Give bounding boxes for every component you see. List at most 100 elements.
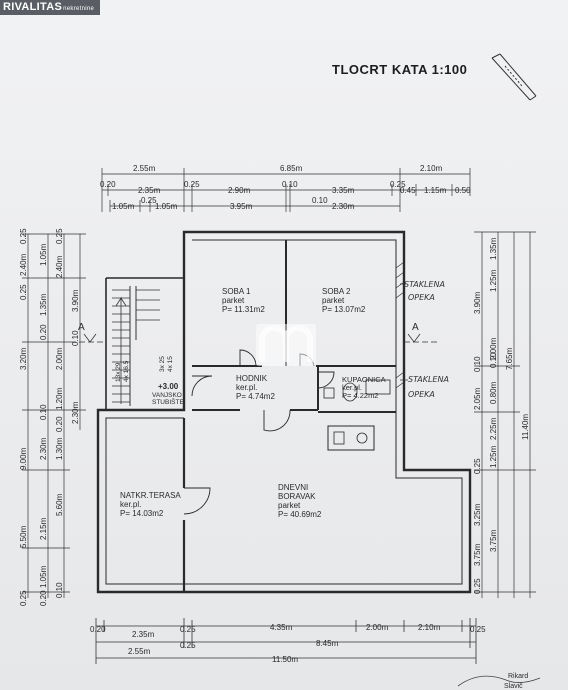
room-soba1: SOBA 1 parket P= 11.31m2 bbox=[222, 287, 265, 314]
dim-right-c2-6: 1.25m bbox=[489, 445, 498, 468]
dim-right-c1-1: 0.10 bbox=[473, 356, 482, 372]
room-hodnik-name: HODNIK bbox=[236, 374, 268, 383]
dim-top-0-25c: 0.25 bbox=[141, 196, 157, 205]
note-opeka-2: OPEKA bbox=[408, 390, 435, 399]
room-soba1-name: SOBA 1 bbox=[222, 287, 251, 296]
room-boravak-finish: parket bbox=[278, 501, 301, 510]
sheet-title: TLOCRT KATA 1:100 bbox=[332, 62, 468, 77]
stair-level: +3.00 bbox=[158, 382, 179, 391]
stair-spec3: 3x 25 bbox=[159, 356, 166, 372]
room-boravak: DNEVNI BORAVAK parket P= 40.69m2 bbox=[278, 483, 322, 519]
dim-top-2-90: 2.90m bbox=[228, 186, 251, 195]
room-soba2-finish: parket bbox=[322, 296, 345, 305]
dim-top-2-55: 2.55m bbox=[133, 164, 156, 173]
exterior-stair bbox=[112, 286, 160, 406]
room-soba2: SOBA 2 parket P= 13.07m2 bbox=[322, 287, 366, 314]
dim-right-c2-1: 1.25m bbox=[489, 269, 498, 292]
dim-top-3-35: 3.35m bbox=[332, 186, 355, 195]
room-boravak-name2: BORAVAK bbox=[278, 492, 316, 501]
dim-left-c3-4: 0.20 bbox=[55, 416, 64, 432]
center-logo-icon bbox=[256, 324, 316, 366]
room-terasa-name: NATKR.TERASA bbox=[120, 491, 181, 500]
dim-bottom-0-25c: 0.25 bbox=[180, 641, 196, 650]
dim-left-c1-4: 9.00m bbox=[19, 447, 28, 470]
dims-right-labels: 3.90m 0.10 2.05m 0.25 3.25m 3.75m 0.25 1… bbox=[473, 237, 530, 594]
dim-left-c3-6: 5.60m bbox=[55, 493, 64, 516]
dim-right-c2-2: 0.10 bbox=[489, 352, 498, 368]
dim-left-c4-0: 3.90m bbox=[71, 289, 80, 312]
dim-top-2-10: 2.10m bbox=[420, 164, 443, 173]
dim-right-c2-5: 2.25m bbox=[489, 417, 498, 440]
dim-left-c2-0: 1.05m bbox=[39, 243, 48, 266]
room-boravak-name: DNEVNI bbox=[278, 483, 308, 492]
dim-left-c3-7: 0.10 bbox=[55, 582, 64, 598]
room-terasa: NATKR.TERASA ker.pl. P= 14.03m2 bbox=[120, 491, 181, 518]
north-arrow-icon bbox=[491, 53, 537, 101]
dim-right-c1-3: 0.25 bbox=[473, 458, 482, 474]
dim-right-c2-7: 3.75m bbox=[489, 529, 498, 552]
note-staklena-1: STAKLENA bbox=[404, 280, 445, 289]
section-mark-right: A bbox=[412, 322, 419, 333]
room-soba2-name: SOBA 2 bbox=[322, 287, 351, 296]
dim-bottom-2-35: 2.35m bbox=[132, 630, 155, 639]
dim-right-c1-5: 3.75m bbox=[473, 543, 482, 566]
dim-top-0-25a: 0.25 bbox=[184, 180, 200, 189]
dims-right-lines bbox=[474, 231, 536, 598]
dim-right-c3-0: 7.65m bbox=[505, 347, 514, 370]
dims-bottom-lines bbox=[95, 618, 477, 664]
dims-top-labels: 2.55m 6.85m 2.10m 0.20 2.35m 0.25 2.90m … bbox=[100, 164, 471, 211]
note-staklena-2: STAKLENA bbox=[408, 375, 449, 384]
stair-spec4: 4x 15 bbox=[167, 356, 174, 372]
room-kupaonica-area: P= 4.22m2 bbox=[342, 391, 378, 400]
dim-top-2-35: 2.35m bbox=[138, 186, 161, 195]
dim-top-0-25b: 0.25 bbox=[390, 180, 406, 189]
dim-left-c2-5: 2.15m bbox=[39, 517, 48, 540]
room-kupaonica-name: KUPAONICA bbox=[342, 375, 386, 384]
section-line-a bbox=[70, 333, 440, 343]
signature-line2: Slavič bbox=[504, 683, 523, 690]
note-leaders bbox=[400, 283, 408, 381]
dims-left-lines bbox=[22, 233, 86, 598]
room-boravak-area: P= 40.69m2 bbox=[278, 510, 322, 519]
dims-top bbox=[101, 168, 471, 212]
dim-top-1-05a: 1.05m bbox=[112, 202, 135, 211]
dim-right-c2-4: 0.80m bbox=[489, 381, 498, 404]
doors bbox=[183, 349, 335, 515]
dim-top-0-10b: 0.10 bbox=[312, 196, 328, 205]
dim-left-c3-0: 0.25 bbox=[55, 228, 64, 244]
dim-left-c1-6: 0.25 bbox=[19, 590, 28, 606]
dim-right-c1-6: 0.25 bbox=[473, 578, 482, 594]
room-labels: SOBA 1 parket P= 11.31m2 SOBA 2 parket P… bbox=[120, 287, 386, 519]
dim-right-c1-2: 2.05m bbox=[473, 387, 482, 410]
stair-labels: +3.00 VANJSKO STUBIŠTE 13x 29 4x 16.5 3x… bbox=[115, 356, 184, 406]
dim-left-c2-4: 2.30m bbox=[39, 437, 48, 460]
dim-bottom-11-50: 11.50m bbox=[272, 655, 298, 664]
watermark-logo: RIVALITASnekretnine bbox=[0, 0, 101, 15]
signature-line1: Rikard bbox=[508, 673, 528, 680]
dim-left-c1-2: 0.25 bbox=[19, 284, 28, 300]
room-terasa-area: P= 14.03m2 bbox=[120, 509, 164, 518]
dims-bottom-labels: 0.20 2.35m 0.25 4.35m 2.00m 2.10m 0.25 2… bbox=[90, 623, 486, 664]
room-kupaonica: KUPAONICA ker.pl. P= 4.22m2 bbox=[342, 375, 386, 400]
dim-bottom-2-55: 2.55m bbox=[128, 647, 151, 656]
room-hodnik: HODNIK ker.pl. P= 4.74m2 bbox=[236, 374, 275, 401]
dim-left-c1-5: 5.50m bbox=[19, 525, 28, 548]
dim-left-c2-3: 0.10 bbox=[39, 404, 48, 420]
dim-top-3-95: 3.95m bbox=[230, 202, 253, 211]
dim-right-c2-3: 2.00m bbox=[489, 337, 498, 360]
dims-left-labels: 0.25 2.40m 0.25 3.20m 9.00m 5.50m 0.25 1… bbox=[19, 228, 80, 606]
dim-left-c2-7: 0.20 bbox=[39, 590, 48, 606]
room-hodnik-area: P= 4.74m2 bbox=[236, 392, 275, 401]
dim-top-0-10a: 0.10 bbox=[282, 180, 298, 189]
room-soba2-area: P= 13.07m2 bbox=[322, 305, 366, 314]
room-hodnik-finish: ker.pl. bbox=[236, 383, 257, 392]
dim-right-c3-1: 11.40m bbox=[521, 414, 530, 440]
stair-label1: VANJSKO bbox=[152, 392, 182, 399]
dim-left-c3-5: 1.30m bbox=[55, 437, 64, 460]
dim-left-c2-1: 1.35m bbox=[39, 293, 48, 316]
dim-bottom-8-45: 8.45m bbox=[316, 639, 339, 648]
dim-left-c2-6: 1.05m bbox=[39, 565, 48, 588]
note-opeka-1: OPEKA bbox=[408, 293, 435, 302]
room-terasa-finish: ker.pl. bbox=[120, 500, 141, 509]
dim-left-c4-1: 0.10 bbox=[71, 330, 80, 346]
